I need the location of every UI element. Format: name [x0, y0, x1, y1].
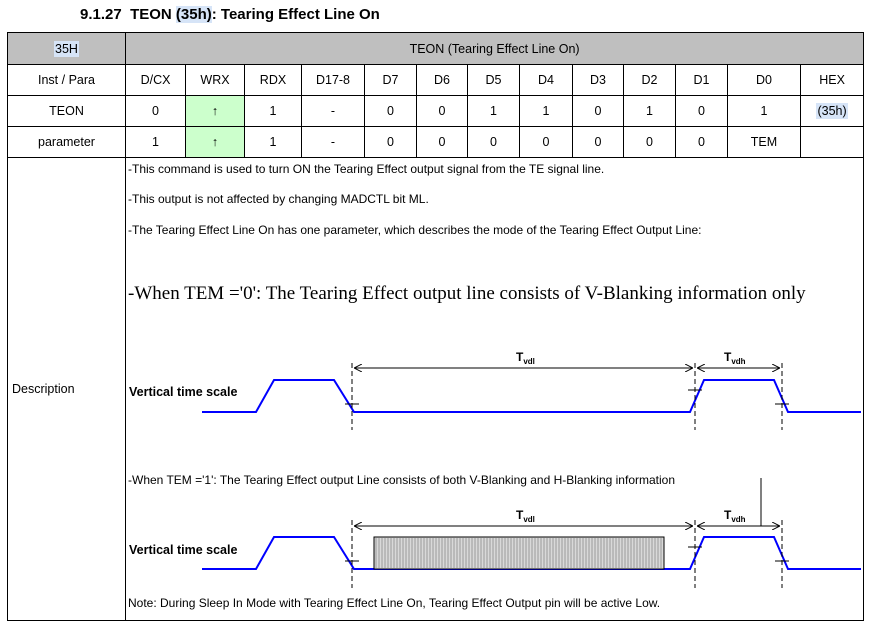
table-cell: 0: [623, 126, 676, 158]
description-line: -This command is used to turn ON the Tea…: [128, 162, 605, 176]
column-header: RDX: [244, 64, 302, 96]
table-cell: 1: [244, 126, 302, 158]
table-cell: 0: [675, 95, 728, 127]
description-line: -This output is not affected by changing…: [128, 192, 429, 206]
header-row: 35H TEON (Tearing Effect Line On): [7, 32, 865, 65]
tvdl-label: Tvdl: [516, 508, 535, 524]
row-label: parameter: [7, 126, 126, 158]
description-row: Description -This command is used to tur…: [7, 157, 865, 621]
table-row: parameter 1 ↑ 1 - 0 0 0 0 0 0 0 TEM: [7, 126, 865, 158]
timing-diagram-tem1: Vertical time scale Tvdl Tvdh: [129, 478, 861, 588]
section-title: 9.1.27 TEON (35h): Tearing Effect Line O…: [80, 6, 380, 23]
timing-diagram-tem0: Vertical time scale Tvdl Tvdh: [129, 350, 861, 430]
column-header: Inst / Para: [7, 64, 126, 96]
column-header: D/CX: [125, 64, 186, 96]
command-code-cell: 35H: [7, 32, 126, 65]
table-cell: 0: [125, 95, 186, 127]
column-header: HEX: [799, 64, 865, 96]
section-title-prefix: TEON: [130, 6, 172, 23]
columns-row: Inst / Para D/CX WRX RDX D17-8 D7 D6 D5 …: [7, 64, 865, 96]
register-table: 35H TEON (Tearing Effect Line On) Inst /…: [7, 32, 865, 621]
table-cell: -: [301, 126, 365, 158]
table-cell: 1: [623, 95, 676, 127]
table-cell: 1: [244, 95, 302, 127]
table-cell: 0: [572, 126, 624, 158]
column-header: D1: [675, 64, 728, 96]
tvdh-label: Tvdh: [724, 508, 746, 524]
time-scale-label: Vertical time scale: [129, 385, 237, 399]
wrx-rising-edge-cell: ↑: [185, 95, 245, 127]
column-header: D2: [623, 64, 676, 96]
h-blanking-hatch: [375, 538, 662, 568]
sleep-mode-note: Note: During Sleep In Mode with Tearing …: [128, 596, 661, 610]
h-blanking-pulses: [373, 536, 665, 570]
description-cell: -This command is used to turn ON the Tea…: [124, 157, 865, 621]
description-line: -The Tearing Effect Line On has one para…: [128, 223, 702, 237]
table-cell: 0: [572, 95, 624, 127]
tvdh-label: Tvdh: [724, 350, 746, 366]
te-timing-diagrams: Vertical time scale Tvdl Tvdh Vertical t…: [129, 350, 861, 588]
section-number: 9.1.27: [80, 6, 122, 23]
table-cell: 0: [416, 95, 468, 127]
column-header: D0: [727, 64, 801, 96]
column-header: D7: [364, 64, 417, 96]
table-cell: -: [301, 95, 365, 127]
table-cell: 0: [675, 126, 728, 158]
tvdl-label: Tvdl: [516, 350, 535, 366]
column-header: D4: [519, 64, 573, 96]
section-title-suffix: : Tearing Effect Line On: [211, 6, 380, 23]
row-label: TEON: [7, 95, 126, 127]
section-title-hex: (35h): [175, 6, 212, 23]
table-cell: TEM: [727, 126, 801, 158]
column-header: WRX: [185, 64, 245, 96]
table-cell: 0: [416, 126, 468, 158]
table-cell: 1: [467, 95, 520, 127]
description-label: Description: [7, 157, 126, 621]
wrx-rising-edge-cell: ↑: [185, 126, 245, 158]
hex-value: (35h): [816, 103, 848, 119]
table-cell: 1: [125, 126, 186, 158]
table-cell: 1: [519, 95, 573, 127]
command-name-cell: TEON (Tearing Effect Line On): [124, 32, 865, 65]
command-code: 35H: [54, 40, 79, 57]
table-cell: 0: [364, 95, 417, 127]
column-header: D5: [467, 64, 520, 96]
tem0-statement: -When TEM ='0': The Tearing Effect outpu…: [128, 283, 806, 304]
column-header: D17-8: [301, 64, 365, 96]
table-row: TEON 0 ↑ 1 - 0 0 1 1 0 1 0 1 (35h): [7, 95, 865, 127]
time-scale-label: Vertical time scale: [129, 543, 237, 557]
te-signal-waveform: [202, 379, 861, 413]
column-header: D6: [416, 64, 468, 96]
table-cell: 1: [727, 95, 801, 127]
table-cell: 0: [364, 126, 417, 158]
tem1-statement: -When TEM ='1': The Tearing Effect outpu…: [128, 473, 676, 487]
table-cell: 0: [467, 126, 520, 158]
hex-cell: (35h): [799, 95, 865, 127]
column-header: D3: [572, 64, 624, 96]
hex-cell: [799, 126, 865, 158]
table-cell: 0: [519, 126, 573, 158]
